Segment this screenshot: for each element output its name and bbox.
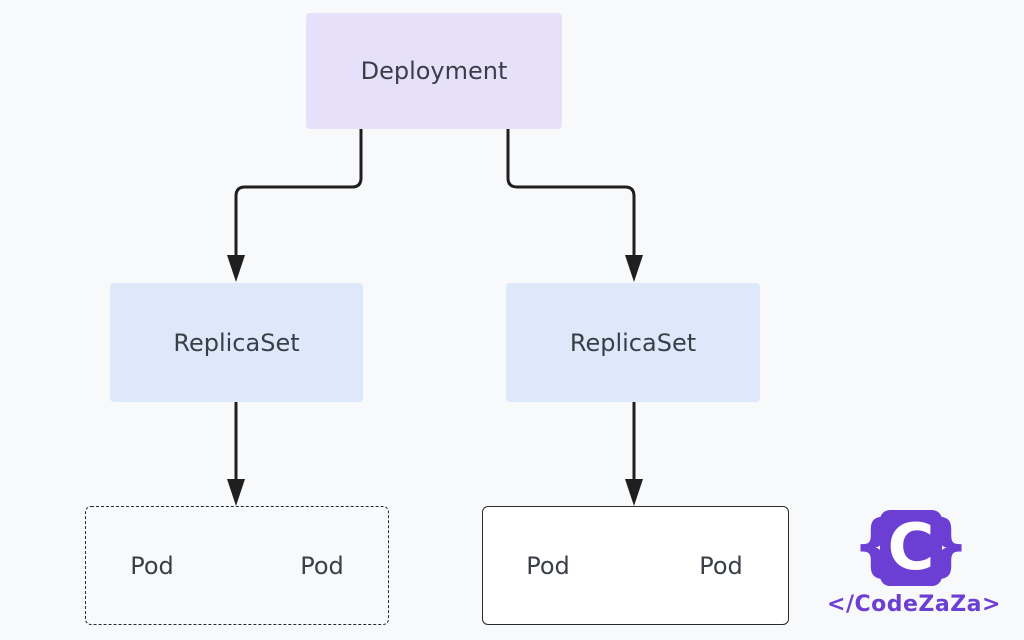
- replicaset-right-label: ReplicaSet: [569, 328, 697, 357]
- pod-right-2: Pod: [699, 552, 743, 580]
- logo-badge: [880, 510, 942, 586]
- brace-close-glyph: }: [921, 506, 970, 585]
- watermark-text: </CodeZaZa>: [827, 592, 1001, 617]
- arrowhead-pods-right: [625, 479, 643, 506]
- replicaset-left-label: ReplicaSet: [173, 328, 300, 357]
- arrowhead-pods-left: [227, 479, 245, 506]
- pod-right-1: Pod: [526, 552, 570, 580]
- pod-left-2: Pod: [300, 552, 344, 580]
- deployment-node: Deployment: [306, 13, 562, 129]
- edge-deployment-to-replicaset-right: [506, 129, 636, 256]
- code-braces-c-logo-icon: { C }: [852, 510, 970, 586]
- arrowhead-replicaset-left: [227, 255, 245, 282]
- pod-left-1: Pod: [130, 552, 174, 580]
- deployment-label: Deployment: [360, 57, 508, 85]
- replicaset-node-right: ReplicaSet: [506, 283, 760, 402]
- pod-group-left: [85, 506, 389, 625]
- replicaset-node-left: ReplicaSet: [110, 283, 363, 402]
- arrowhead-replicaset-right: [625, 255, 643, 282]
- pod-group-right: [482, 506, 789, 625]
- logo-letter: C: [887, 511, 935, 585]
- edge-deployment-to-replicaset-left: [234, 129, 363, 256]
